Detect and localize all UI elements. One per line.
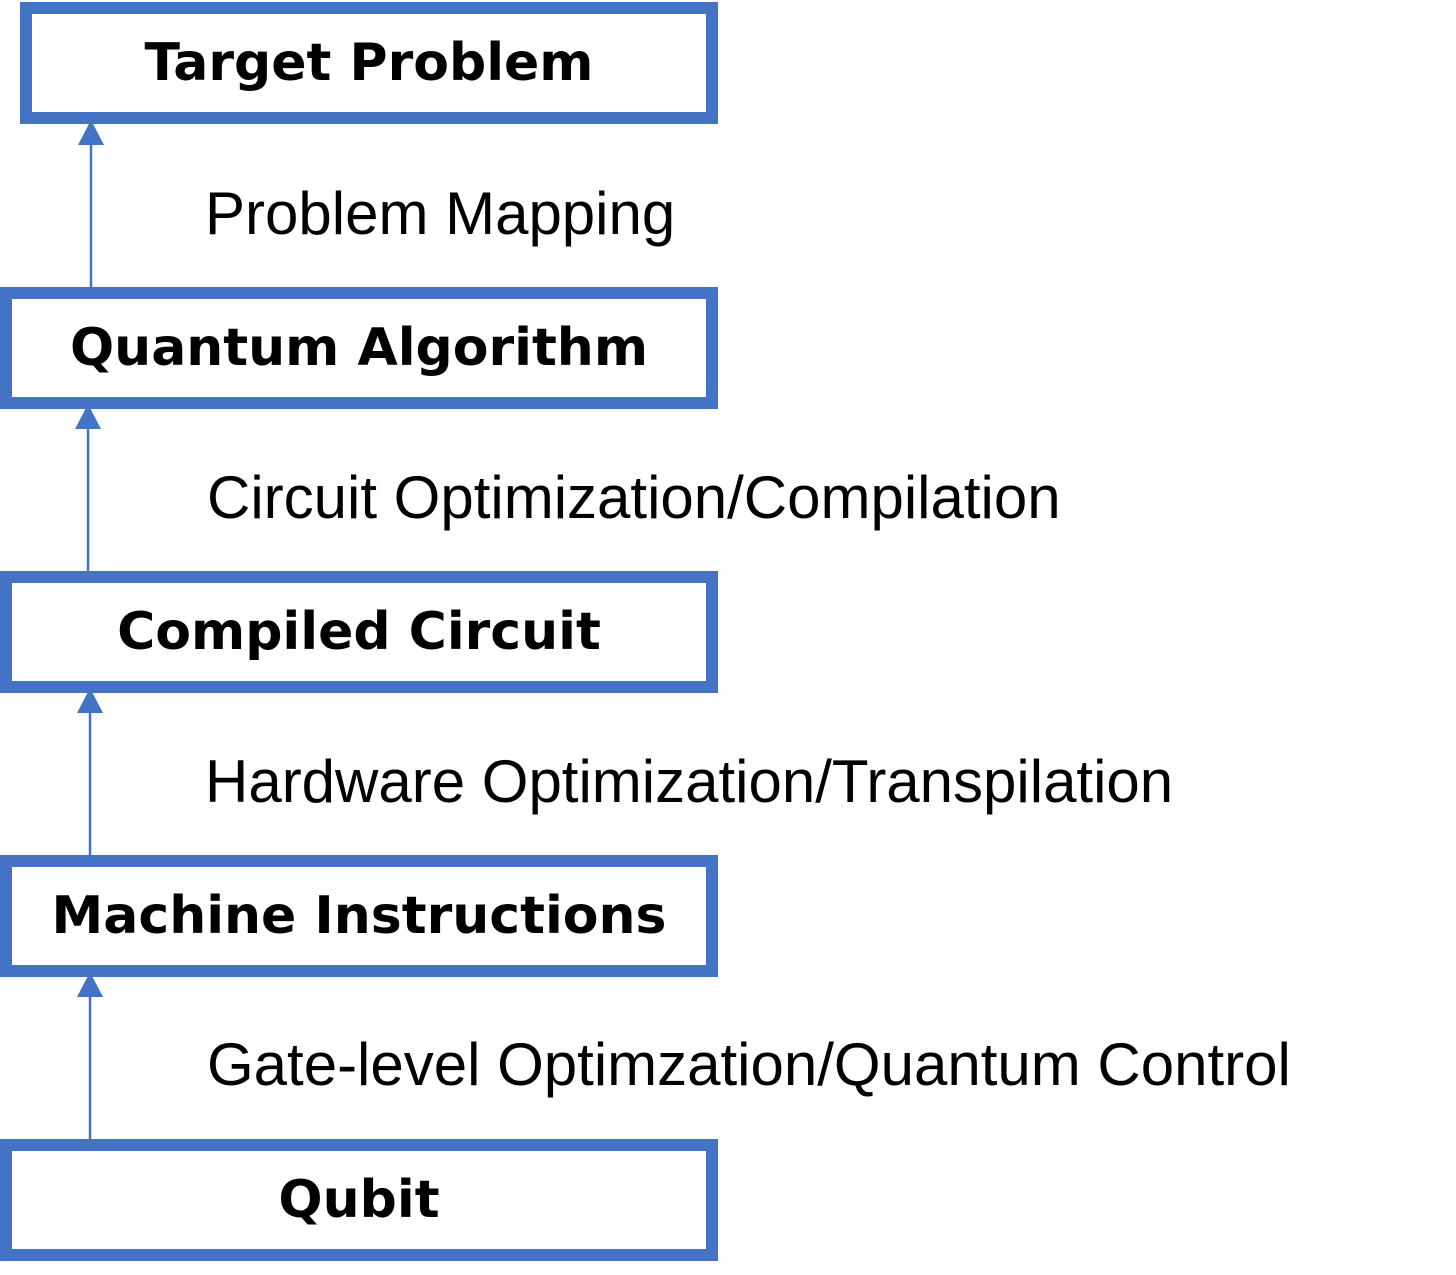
layer-machine-instructions: Machine Instructions — [0, 855, 718, 977]
layer-machine-instructions-label: Machine Instructions — [51, 886, 667, 946]
layer-target-problem: Target Problem — [20, 2, 718, 124]
layer-quantum-algorithm-label: Quantum Algorithm — [69, 318, 649, 378]
layer-quantum-algorithm: Quantum Algorithm — [0, 287, 718, 409]
transition-label-gate-level-optimization: Gate-level Optimzation/Quantum Control — [207, 1031, 1291, 1098]
layer-compiled-circuit: Compiled Circuit — [0, 571, 718, 693]
layer-target-problem-label: Target Problem — [144, 33, 594, 93]
layer-compiled-circuit-label: Compiled Circuit — [117, 602, 601, 662]
layer-qubit-label: Qubit — [278, 1170, 440, 1230]
arrow-problem-mapping — [78, 120, 104, 288]
arrow-hardware-optimization — [77, 688, 103, 857]
arrow-circuit-optimization — [75, 404, 101, 573]
transition-label-circuit-optimization: Circuit Optimization/Compilation — [207, 464, 1061, 531]
layer-qubit: Qubit — [0, 1139, 718, 1261]
transition-label-hardware-optimization: Hardware Optimization/Transpilation — [205, 748, 1174, 815]
arrow-gate-level-optimization — [77, 972, 103, 1140]
transition-label-problem-mapping: Problem Mapping — [205, 180, 676, 247]
